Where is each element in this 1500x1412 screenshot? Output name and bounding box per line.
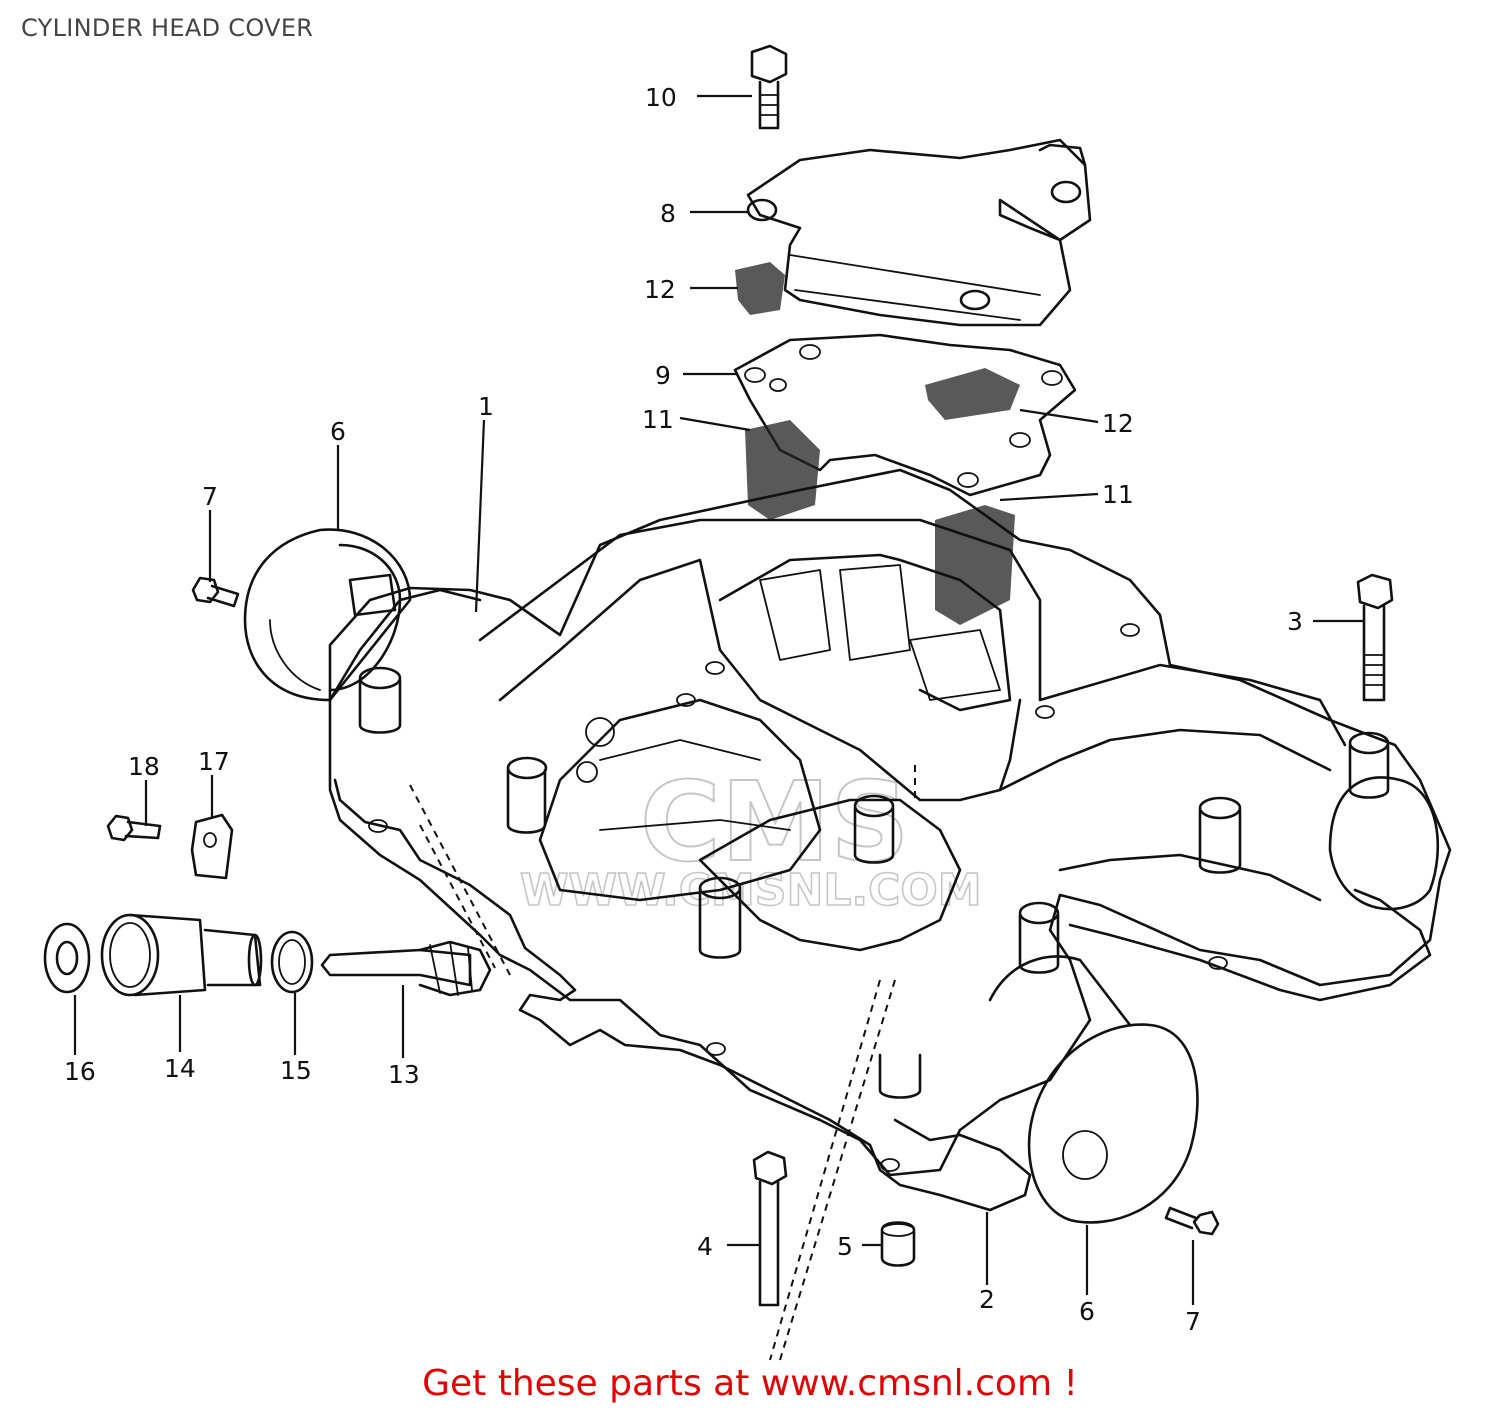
callout-11-right: 11 [1102,480,1134,509]
part-8-breather-cover [746,138,1092,327]
callout-11-left: 11 [642,405,674,434]
callout-5: 5 [837,1232,853,1261]
callout-10: 10 [645,83,677,112]
callout-17: 17 [198,747,230,776]
callout-16: 16 [64,1057,96,1086]
callout-7-left: 7 [202,482,218,511]
callout-15: 15 [280,1056,312,1085]
callout-1: 1 [478,392,494,421]
part-10-bolt [750,44,788,130]
callout-2: 2 [979,1285,995,1314]
part-11-foam-pads [745,420,1015,625]
part-17-bracket [190,813,234,880]
callout-leader-lines [73,94,1364,1305]
part-7-screw-left [191,576,240,608]
part-4-bolt [752,1150,788,1307]
callout-9: 9 [655,361,671,390]
part-12-filter-pad-lower [925,368,1020,420]
part-5-dowel-pin [880,1221,916,1267]
part-13-tacho-drive-gear [320,940,492,997]
part-7-screw-right [1164,1206,1220,1236]
part-14-tacho-housing [100,913,263,997]
callout-6-left: 6 [330,417,346,446]
callout-14: 14 [164,1054,196,1083]
callout-3: 3 [1287,607,1303,636]
callout-4: 4 [697,1232,713,1261]
assembly-guide-lines [409,765,916,1361]
part-3-long-bolt [1356,573,1394,702]
footer-link-text[interactable]: Get these parts at www.cmsnl.com ! [422,1363,1078,1404]
part-12-filter-pad-upper [735,262,785,315]
callout-6-right: 6 [1079,1297,1095,1326]
callout-18: 18 [128,752,160,781]
part-1-head-cover-body [328,468,1452,1177]
page-title: CYLINDER HEAD COVER [21,14,314,42]
part-18-screw [106,814,162,842]
part-15-o-ring [270,930,314,994]
callout-13: 13 [388,1060,420,1089]
callout-12-upper: 12 [644,275,676,304]
callout-7-right: 7 [1185,1307,1201,1336]
part-2-gasket [333,778,1432,1212]
part-16-oil-seal [43,922,91,994]
svg-text:WWW.CMSNL.COM: WWW.CMSNL.COM [520,865,982,916]
callout-12-right: 12 [1102,409,1134,438]
part-6-end-cap-right [988,955,1199,1224]
svg-text:CMS: CMS [640,758,909,886]
cmsnl-watermark-logo: CMS WWW.CMSNL.COM [519,757,982,917]
part-6-end-cap-left [243,528,482,702]
callout-labels: 10 8 12 9 11 12 11 1 6 7 3 18 17 16 14 1… [64,83,1303,1336]
callout-8: 8 [660,199,676,228]
